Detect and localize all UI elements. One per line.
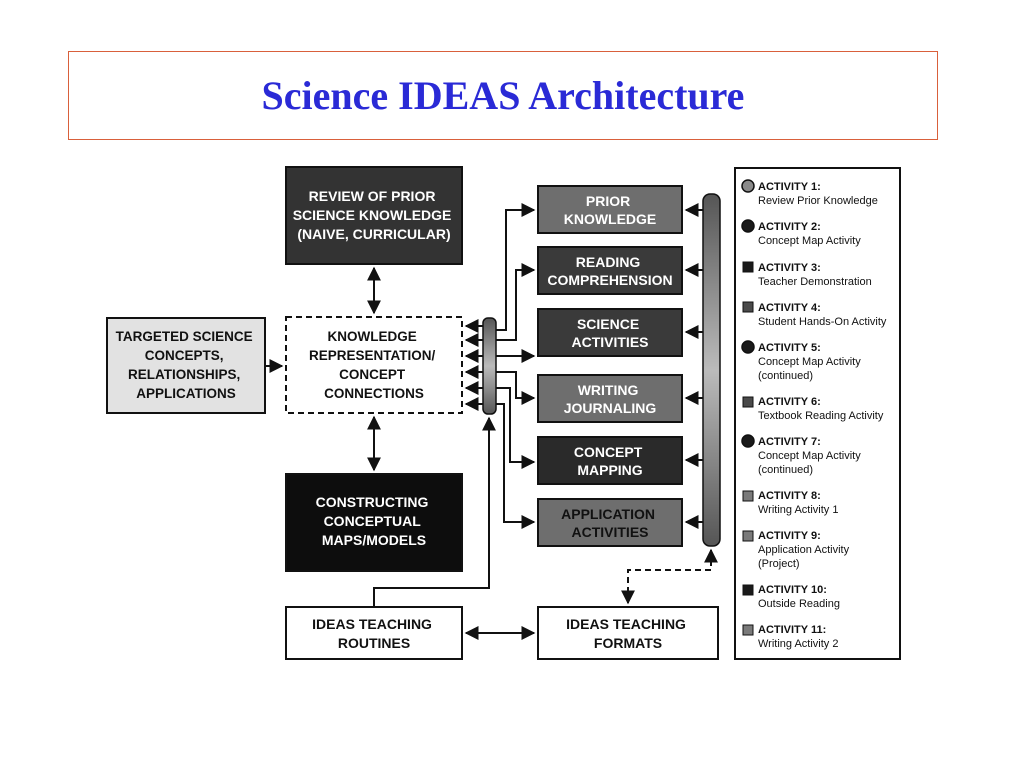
legend-item: ACTIVITY 11: Writing Activity 2 <box>742 624 839 650</box>
square-mid-icon <box>742 301 754 313</box>
svg-text:Concept Map Activity: Concept Map Activity <box>758 235 861 247</box>
constructing-maps-box: CONSTRUCTING CONCEPTUAL MAPS/MODELS <box>285 473 463 572</box>
legend-item: ACTIVITY 7: Concept Map Activity (contin… <box>741 434 861 476</box>
svg-text:(continued): (continued) <box>758 464 813 476</box>
svg-text:Student Hands-On Activity: Student Hands-On Activity <box>758 316 887 328</box>
targeted-line-3: RELATIONSHIPS, <box>128 367 240 382</box>
connector-arrows <box>265 203 703 640</box>
legend-item: ACTIVITY 8: Writing Activity 1 <box>742 490 839 516</box>
svg-text:ACTIVITY 5:: ACTIVITY 5: <box>758 342 821 354</box>
legend-item: ACTIVITY 5: Concept Map Activity (contin… <box>741 340 861 382</box>
formats-line-2: FORMATS <box>594 635 662 651</box>
right-connector-bar <box>702 193 721 547</box>
component-prior-knowledge: PRIOR KNOWLEDGE <box>537 185 683 234</box>
legend-item: ACTIVITY 3: Teacher Demonstration <box>742 261 872 288</box>
component-writing-journaling: WRITING JOURNALING <box>537 374 683 423</box>
svg-text:ACTIVITY 6:: ACTIVITY 6: <box>758 396 821 408</box>
svg-text:IDEAS TEACHING ROUTINES: IDEAS TEACHING ROUTINES <box>312 616 436 651</box>
square-dark-icon <box>742 584 754 596</box>
svg-text:Writing Activity 1: Writing Activity 1 <box>758 504 839 516</box>
svg-text:Writing Activity 2: Writing Activity 2 <box>758 638 839 650</box>
svg-text:PRIOR KNOWLEDGE: PRIOR KNOWLEDGE <box>564 193 657 227</box>
svg-text:ACTIVITY 11:: ACTIVITY 11: <box>758 624 826 636</box>
svg-text:READING COMPREHENSION: READING COMPREHENSION <box>547 254 672 288</box>
svg-text:ACTIVITY 3:: ACTIVITY 3: <box>758 262 821 274</box>
circle-dark-icon <box>741 434 755 448</box>
svg-text:APPLICATION ACTIVITIES: APPLICATION ACTIVITIES <box>561 506 659 540</box>
svg-text:WRITING JOURNALING: WRITING JOURNALING <box>564 382 657 416</box>
svg-text:Concept Map Activity: Concept Map Activity <box>758 450 861 462</box>
square-gray-icon <box>742 490 754 502</box>
legend-item: ACTIVITY 6: Textbook Reading Activity <box>742 396 884 422</box>
knowledge-line-1: KNOWLEDGE <box>327 329 416 344</box>
review-prior-knowledge-box: REVIEW OF PRIOR SCIENCE KNOWLEDGE (NAIVE… <box>285 166 463 265</box>
legend-item: ACTIVITY 10: Outside Reading <box>742 584 840 610</box>
svg-text:CONCEPT MAPPING: CONCEPT MAPPING <box>574 444 646 478</box>
legend-item: ACTIVITY 2: Concept Map Activity <box>741 219 861 247</box>
routines-line-2: ROUTINES <box>338 635 410 651</box>
formats-to-bar-arrow <box>621 548 718 605</box>
activity-legend: ACTIVITY 1: Review Prior Knowledge ACTIV… <box>734 167 901 660</box>
knowledge-line-2: REPRESENTATION/ <box>309 348 436 363</box>
svg-text:(Project): (Project) <box>758 558 800 570</box>
component-reading-comprehension: READING COMPREHENSION <box>537 246 683 295</box>
routines-line-1: IDEAS TEACHING <box>312 616 432 632</box>
legend-item: ACTIVITY 9: Application Activity (Projec… <box>742 530 850 570</box>
svg-text:CONSTRUCTING CONCEPTUAL: CONSTRUCTING CONCEPTUAL MAPS/MODELS <box>316 494 433 548</box>
svg-text:ACTIVITY 9:: ACTIVITY 9: <box>758 530 821 542</box>
teaching-routines-box: IDEAS TEACHING ROUTINES <box>285 606 463 660</box>
left-connector-bar <box>482 317 497 415</box>
svg-text:Review Prior Knowledge: Review Prior Knowledge <box>758 195 878 207</box>
square-mid-icon <box>742 396 754 408</box>
title-box: Science IDEAS Architecture <box>68 51 938 140</box>
review-line-1: REVIEW OF PRIOR <box>309 188 436 204</box>
svg-text:IDEAS TEACHING FORMATS: IDEAS TEACHING FORMATS <box>566 616 690 651</box>
knowledge-representation-box: KNOWLEDGE REPRESENTATION/ CONCEPT CONNEC… <box>285 316 463 414</box>
svg-text:KNOWLEDGE REPRESENTATION: KNOWLEDGE REPRESENTATION/ CONCEPT CONNEC… <box>309 329 439 401</box>
svg-text:ACTIVITY 1:: ACTIVITY 1: <box>758 181 821 193</box>
component-application-activities: APPLICATION ACTIVITIES <box>537 498 683 547</box>
svg-text:ACTIVITY 4:: ACTIVITY 4: <box>758 302 821 314</box>
knowledge-line-4: CONNECTIONS <box>324 386 424 401</box>
circle-dark-icon <box>741 340 755 354</box>
review-line-2: SCIENCE KNOWLEDGE <box>293 207 452 223</box>
svg-text:Outside Reading: Outside Reading <box>758 598 840 610</box>
targeted-concepts-box: TARGETED SCIENCE CONCEPTS, RELATIONSHIPS… <box>106 317 266 414</box>
svg-text:Concept Map Activity: Concept Map Activity <box>758 356 861 368</box>
component-science-activities: SCIENCE ACTIVITIES <box>537 308 683 357</box>
svg-text:ACTIVITY 8:: ACTIVITY 8: <box>758 490 821 502</box>
svg-text:TARGETED SCIENCE CONCEPT: TARGETED SCIENCE CONCEPTS, RELATIONSHIPS… <box>116 329 257 401</box>
constructing-line-3: MAPS/MODELS <box>322 532 426 548</box>
svg-text:REVIEW OF PRIOR SCIENCE: REVIEW OF PRIOR SCIENCE KNOWLEDGE (NAIVE… <box>293 188 456 242</box>
legend-item: ACTIVITY 4: Student Hands-On Activity <box>742 301 887 328</box>
square-gray-icon <box>742 624 754 636</box>
svg-text:ACTIVITY 7:: ACTIVITY 7: <box>758 436 821 448</box>
svg-text:SCIENCE ACTIVITIES: SCIENCE ACTIVITIES <box>571 316 648 350</box>
svg-text:ACTIVITY 10:: ACTIVITY 10: <box>758 584 827 596</box>
legend-item: ACTIVITY 1: Review Prior Knowledge <box>741 179 878 207</box>
component-concept-mapping: CONCEPT MAPPING <box>537 436 683 485</box>
svg-text:Textbook Reading Activity: Textbook Reading Activity <box>758 410 884 422</box>
svg-text:Application Activity: Application Activity <box>758 544 850 556</box>
circle-gray-icon <box>741 179 755 193</box>
review-line-3: (NAIVE, CURRICULAR) <box>297 226 450 242</box>
constructing-line-2: CONCEPTUAL <box>324 513 422 529</box>
teaching-formats-box: IDEAS TEACHING FORMATS <box>537 606 719 660</box>
knowledge-line-3: CONCEPT <box>339 367 406 382</box>
formats-line-1: IDEAS TEACHING <box>566 616 686 632</box>
targeted-line-4: APPLICATIONS <box>136 386 236 401</box>
square-dark-icon <box>742 261 754 273</box>
svg-text:Teacher Demonstration: Teacher Demonstration <box>758 276 872 288</box>
circle-dark-icon <box>741 219 755 233</box>
targeted-line-2: CONCEPTS, <box>145 348 224 363</box>
constructing-line-1: CONSTRUCTING <box>316 494 429 510</box>
square-gray-icon <box>742 530 754 542</box>
page-title: Science IDEAS Architecture <box>261 73 745 118</box>
svg-text:(continued): (continued) <box>758 370 813 382</box>
svg-text:ACTIVITY 2:: ACTIVITY 2: <box>758 221 821 233</box>
targeted-line-1: TARGETED SCIENCE <box>116 329 253 344</box>
